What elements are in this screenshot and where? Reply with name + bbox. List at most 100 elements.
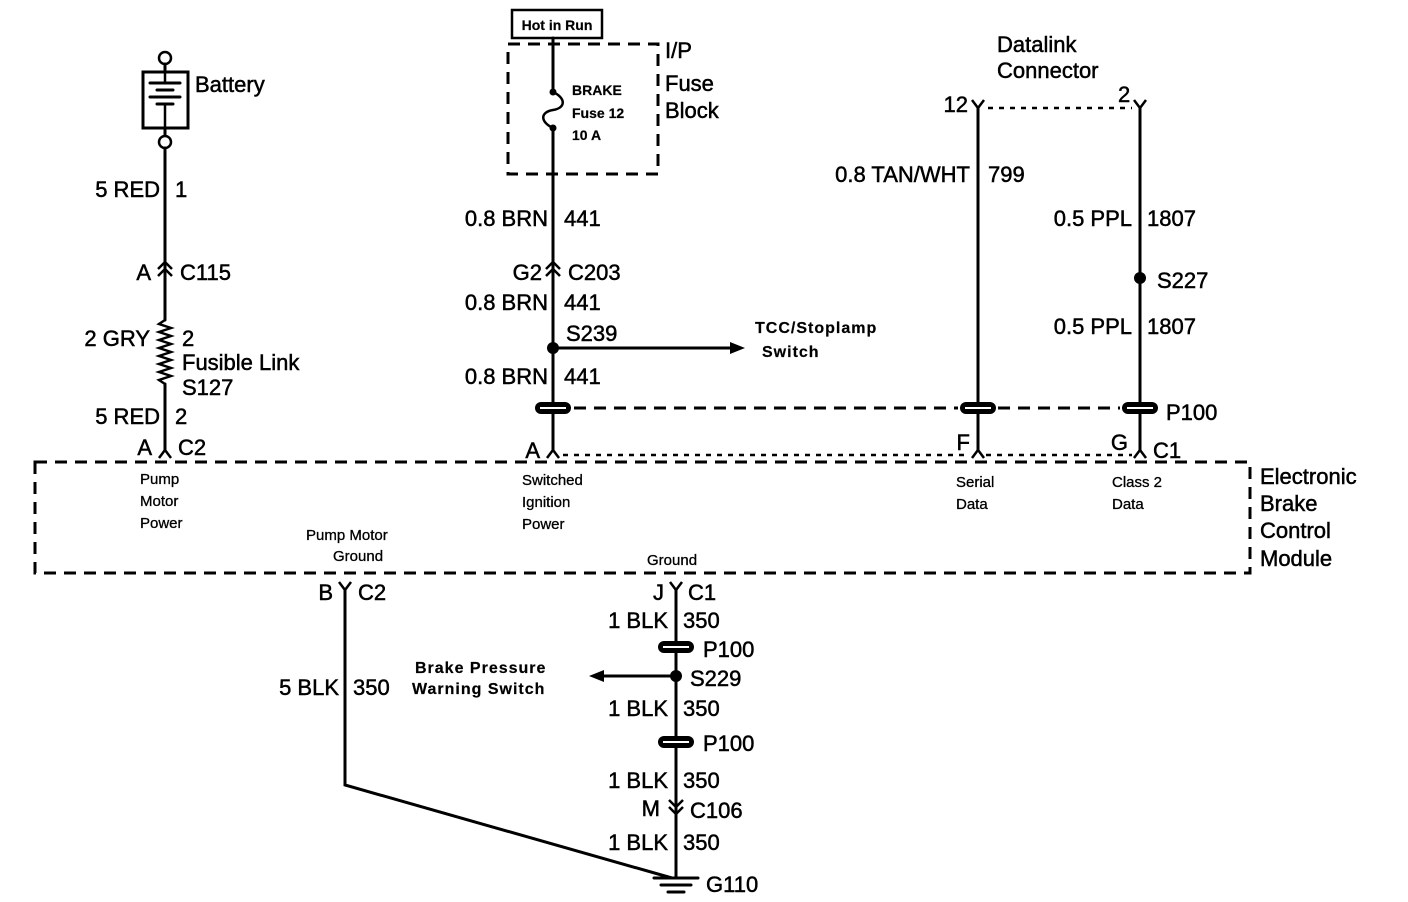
p100-connector-icon-serial — [960, 402, 996, 414]
fuse-block-label-3: Block — [665, 98, 720, 123]
battery-label: Battery — [195, 72, 265, 97]
module-pin-f-icon — [971, 447, 985, 459]
connector-c106-icon — [668, 799, 684, 816]
datalink-label-1: Datalink — [997, 32, 1077, 57]
hot-in-run-label: Hot in Run — [522, 17, 593, 33]
pump-ground-wire — [343, 588, 674, 880]
ground-wire-b-gauge-color: 1 BLK — [608, 696, 668, 721]
fuse-label-1: BRAKE — [572, 82, 622, 98]
switched-ignition-label-2: Ignition — [522, 494, 570, 511]
splice-s127: S127 — [182, 375, 233, 400]
tcc-stoplamp-label-2: Switch — [762, 344, 820, 361]
fusible-link-label: Fusible Link — [182, 350, 300, 375]
battery-top-terminal — [157, 50, 173, 66]
module-pin-a-c2-icon — [158, 447, 172, 459]
p100-label-top: P100 — [1166, 400, 1217, 425]
battery-cells-icon — [148, 72, 182, 128]
module-pin-a-c1-icon — [546, 447, 560, 459]
ground-wire-d-circuit: 350 — [683, 830, 720, 855]
battery-wire-lower-gauge-color: 5 RED — [95, 404, 160, 429]
pump-motor-power-label-1: Pump — [140, 471, 179, 488]
brake-pressure-label-2: Warning Switch — [412, 681, 545, 698]
module-pin-g: G — [1111, 430, 1128, 455]
module-connector-c1-top: C1 — [1153, 438, 1181, 463]
serial-data-circuit: 0.8 TAN/WHT 799 F Serial Data — [835, 106, 1025, 513]
splice-s227: S227 — [1157, 268, 1208, 293]
pump-ground-wire-circuit: 350 — [353, 675, 390, 700]
datalink-pin-2: 2 — [1118, 82, 1130, 107]
ground-wire-a-circuit: 350 — [683, 608, 720, 633]
pump-motor-ground-label-2: Ground — [333, 548, 383, 565]
module-pin-g-icon — [1133, 447, 1147, 459]
fuse-label-3: 10 A — [572, 127, 601, 143]
class2-data-label-1: Class 2 — [1112, 474, 1162, 491]
connector-c203-pin: G2 — [513, 260, 542, 285]
class2-data-label-2: Data — [1112, 496, 1144, 513]
ground-wire-d-gauge-color: 1 BLK — [608, 830, 668, 855]
p100-connector-icon-ignition — [535, 402, 571, 414]
ground-icon — [652, 876, 700, 894]
module-pin-j: J — [653, 580, 664, 605]
module-connector-c2-bottom: C2 — [358, 580, 386, 605]
switched-ignition-label-1: Switched — [522, 472, 583, 489]
serial-data-label-2: Data — [956, 496, 988, 513]
connector-c106-name: C106 — [690, 798, 743, 823]
splice-s229: S229 — [690, 666, 741, 691]
serial-wire-gauge-color: 0.8 TAN/WHT — [835, 162, 970, 187]
module-name-3: Control — [1260, 518, 1331, 543]
hot-in-run-box — [510, 8, 604, 40]
class2-wire-a-gauge-color: 0.5 PPL — [1054, 206, 1132, 231]
module-name-2: Brake — [1260, 491, 1317, 516]
ignition-wire-a-circuit: 441 — [564, 206, 601, 231]
p100-connector-icon-ground-b — [658, 736, 694, 748]
p100-connector-icon-class2 — [1122, 402, 1158, 414]
fusible-link-circuit: 2 — [182, 326, 194, 351]
serial-data-label-1: Serial — [956, 474, 994, 491]
connector-c203-name: C203 — [568, 260, 621, 285]
module-pin-a-c2: A — [137, 435, 152, 460]
battery-circuit: Battery 5 RED 1 A C115 2 GRY 2 Fusible L… — [84, 50, 301, 532]
ground-wire-c-gauge-color: 1 BLK — [608, 768, 668, 793]
battery-wire-upper-circuit: 1 — [175, 177, 187, 202]
pump-ground-circuit: B C2 5 BLK 350 — [279, 580, 674, 880]
arrow-left-icon — [589, 670, 604, 682]
p100-connector-icon-ground-a — [658, 641, 694, 653]
ignition-wire-b-circuit: 441 — [564, 290, 601, 315]
module-pin-f: F — [957, 430, 970, 455]
module-outline — [33, 460, 1252, 575]
splice-s227-dot — [1134, 272, 1146, 284]
ground-wire-a-gauge-color: 1 BLK — [608, 608, 668, 633]
splice-s239: S239 — [566, 321, 617, 346]
battery-wire-upper-gauge-color: 5 RED — [95, 177, 160, 202]
p100-label-ground-a: P100 — [703, 637, 754, 662]
module-ground-label: Ground — [647, 552, 697, 569]
switched-ignition-label-3: Power — [522, 516, 565, 533]
fusible-link-icon — [155, 318, 175, 386]
module-connector-c2-top: C2 — [178, 435, 206, 460]
ground-wire-b-circuit: 350 — [683, 696, 720, 721]
arrow-right-icon — [730, 342, 745, 354]
pump-ground-wire-gauge-color: 5 BLK — [279, 675, 339, 700]
datalink-pin-12: 12 — [944, 92, 968, 117]
connector-c115-pin: A — [136, 260, 151, 285]
pump-motor-power-label-2: Motor — [140, 493, 178, 510]
fuse-block-label-2: Fuse — [665, 71, 714, 96]
module-pin-a-c1: A — [525, 438, 540, 463]
datalink-connector: Datalink Connector 12 2 — [943, 32, 1147, 117]
connector-c115-icon — [157, 260, 173, 277]
fuse-label-2: Fuse 12 — [572, 105, 624, 121]
ignition-circuit: Hot in Run I/P Fuse Block BRAKE Fuse 12 … — [465, 8, 877, 533]
battery-wire-lower-circuit: 2 — [175, 404, 187, 429]
ebcm-module: Electronic Brake Control Module Pump Mot… — [33, 460, 1357, 575]
ignition-wire-b-gauge-color: 0.8 BRN — [465, 290, 548, 315]
tcc-stoplamp-label-1: TCC/Stoplamp — [755, 320, 877, 337]
connector-c203-icon — [545, 260, 561, 277]
module-pin-b: B — [318, 580, 333, 605]
serial-wire-circuit: 799 — [988, 162, 1025, 187]
brake-pressure-label-1: Brake Pressure — [415, 660, 546, 677]
ignition-wire-c-gauge-color: 0.8 BRN — [465, 364, 548, 389]
class2-wire-a-circuit: 1807 — [1147, 206, 1196, 231]
ground-wire-c-circuit: 350 — [683, 768, 720, 793]
ground-g110: G110 — [706, 872, 758, 897]
